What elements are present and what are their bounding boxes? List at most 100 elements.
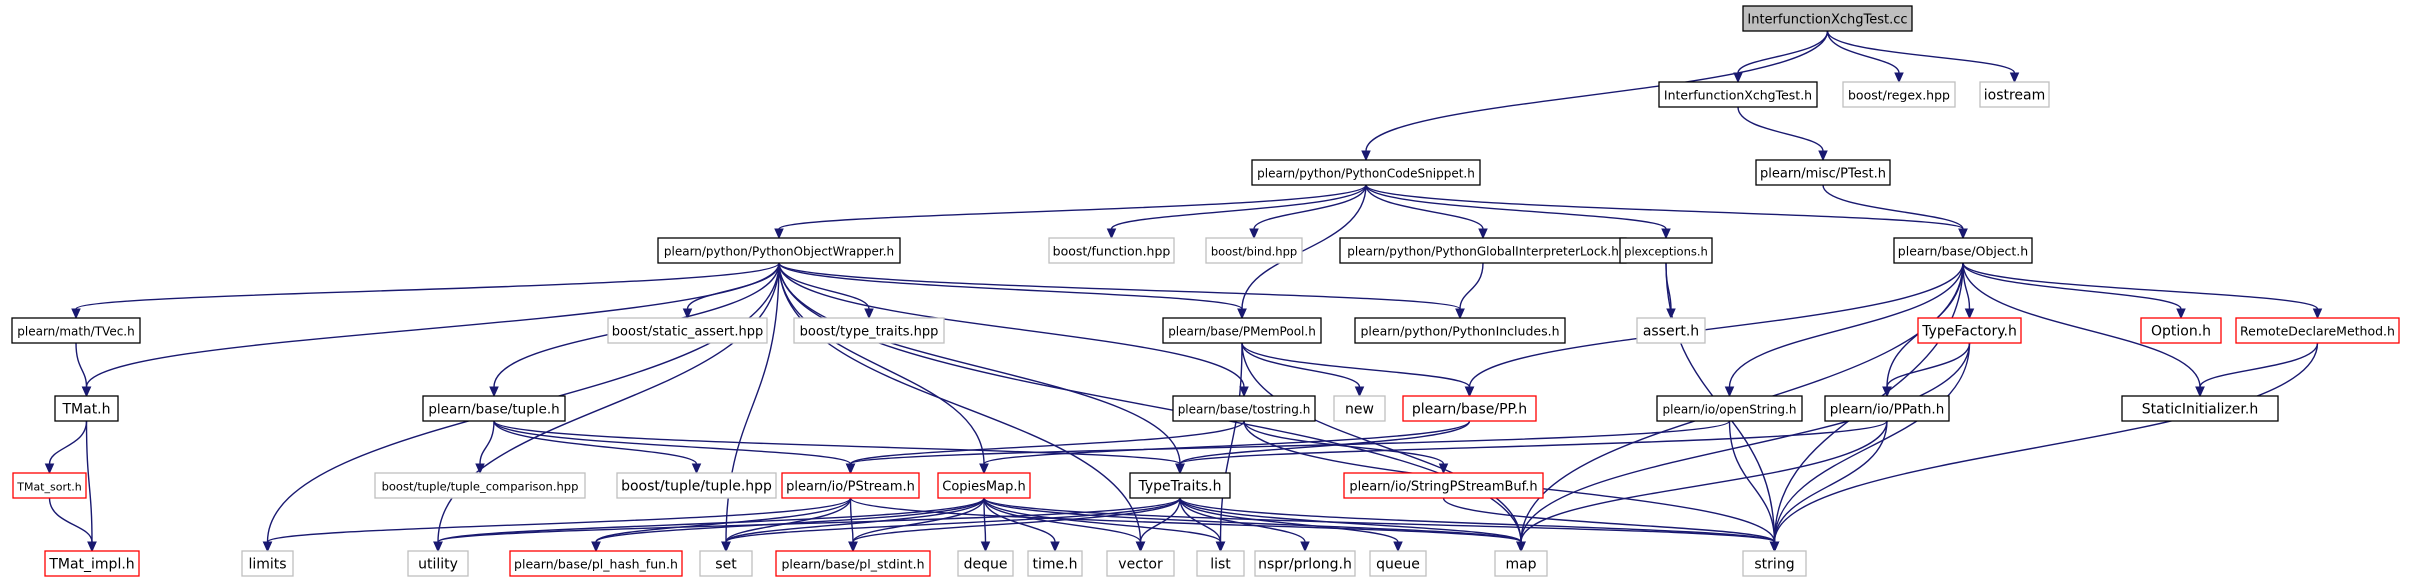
node-label: boost/regex.hpp bbox=[1848, 88, 1950, 103]
node-box bbox=[2235, 317, 2400, 344]
node-iostream: iostream bbox=[1979, 81, 2050, 108]
node-box bbox=[775, 550, 931, 577]
dependency-edge-pstream-to-limits bbox=[262, 497, 852, 553]
node-time-h: time.h bbox=[1027, 550, 1083, 577]
node-plearn-base-pl-hash-fun-h[interactable]: plearn/base/pl_hash_fun.h bbox=[509, 550, 683, 577]
dependency-edge-typetraits-to-set bbox=[721, 497, 1181, 553]
node-box bbox=[1494, 550, 1548, 577]
node-interfunctionxchgtest-cc[interactable]: InterfunctionXchgTest.cc bbox=[1742, 5, 1913, 32]
node-plexceptions-h[interactable]: plexceptions.h bbox=[1619, 237, 1713, 264]
node-label: plearn/io/StringPStreamBuf.h bbox=[1349, 480, 1537, 495]
node-plearn-io-ppath-h[interactable]: plearn/io/PPath.h bbox=[1824, 395, 1950, 422]
dependency-edge-tuple-to-pstream bbox=[493, 420, 856, 475]
dependency-edge-pcs-to-bfunc bbox=[1106, 184, 1367, 240]
node-plearn-base-tostring-h[interactable]: plearn/base/tostring.h bbox=[1172, 395, 1316, 422]
node-plearn-math-tvec-h[interactable]: plearn/math/TVec.h bbox=[11, 317, 141, 344]
node-boost-tuple-tuple-comparison-hpp: boost/tuple/tuple_comparison.hpp bbox=[374, 472, 586, 499]
node-box bbox=[1196, 550, 1245, 577]
node-plearn-python-pythonincludes-h[interactable]: plearn/python/PythonIncludes.h bbox=[1354, 317, 1566, 344]
node-limits: limits bbox=[241, 550, 294, 577]
node-box bbox=[1619, 237, 1713, 264]
node-plearn-io-openstring-h[interactable]: plearn/io/openString.h bbox=[1656, 395, 1803, 422]
node-box bbox=[1842, 81, 1956, 108]
node-box bbox=[54, 395, 119, 422]
node-vector: vector bbox=[1106, 550, 1175, 577]
node-box bbox=[781, 472, 920, 499]
node-label: deque bbox=[964, 557, 1008, 573]
node-plearn-python-pythoncodesnippet-h[interactable]: plearn/python/PythonCodeSnippet.h bbox=[1251, 159, 1481, 186]
node-plearn-base-pl-stdint-h[interactable]: plearn/base/pl_stdint.h bbox=[775, 550, 931, 577]
node-box bbox=[1979, 81, 2050, 108]
node-label: plearn/misc/PTest.h bbox=[1760, 167, 1886, 182]
node-assert-h: assert.h bbox=[1636, 317, 1706, 344]
node-boost-tuple-tuple-hpp: boost/tuple/tuple.hpp bbox=[616, 472, 777, 499]
node-label: iostream bbox=[1984, 88, 2046, 104]
node-plearn-base-pmempool-h[interactable]: plearn/base/PMemPool.h bbox=[1162, 317, 1322, 344]
node-plearn-base-pp-h[interactable]: plearn/base/PP.h bbox=[1402, 395, 1537, 422]
node-box bbox=[12, 472, 87, 499]
node-plearn-python-pythonobjectwrapper-h[interactable]: plearn/python/PythonObjectWrapper.h bbox=[657, 237, 901, 264]
node-boost-regex-hpp: boost/regex.hpp bbox=[1842, 81, 1956, 108]
node-plearn-misc-ptest-h[interactable]: plearn/misc/PTest.h bbox=[1755, 159, 1891, 186]
node-box bbox=[1027, 550, 1083, 577]
node-label: CopiesMap.h bbox=[942, 480, 1025, 495]
node-label: StaticInitializer.h bbox=[2142, 402, 2258, 418]
node-tmat-sort-h[interactable]: TMat_sort.h bbox=[12, 472, 87, 499]
node-deque: deque bbox=[957, 550, 1014, 577]
node-label: TMat.h bbox=[61, 402, 110, 418]
node-plearn-io-pstream-h[interactable]: plearn/io/PStream.h bbox=[781, 472, 920, 499]
dependency-edge-object-to-rdm bbox=[1962, 262, 2323, 320]
node-box bbox=[11, 317, 141, 344]
node-tmat-h[interactable]: TMat.h bbox=[54, 395, 119, 422]
node-boost-type-traits-hpp: boost/type_traits.hpp bbox=[793, 317, 945, 344]
dependency-edge-root-to-iostream bbox=[1826, 30, 2020, 84]
node-box bbox=[1893, 237, 2033, 264]
node-plearn-io-stringpstreambuf-h[interactable]: plearn/io/StringPStreamBuf.h bbox=[1343, 472, 1544, 499]
node-label: nspr/prlong.h bbox=[1258, 557, 1352, 573]
node-label: new bbox=[1345, 402, 1374, 418]
dependency-edge-tostring-to-pstream bbox=[845, 420, 1245, 475]
dependency-edge-pp-to-copiesmap bbox=[979, 420, 1471, 475]
node-box bbox=[1369, 550, 1427, 577]
node-box bbox=[1251, 159, 1481, 186]
node-label: plearn/base/PMemPool.h bbox=[1168, 325, 1316, 339]
node-copiesmap-h[interactable]: CopiesMap.h bbox=[937, 472, 1031, 499]
node-plearn-python-pythonglobalinterpreterlock-h[interactable]: plearn/python/PythonGlobalInterpreterLoc… bbox=[1339, 237, 1627, 264]
node-label: time.h bbox=[1033, 557, 1078, 573]
node-label: plearn/io/PStream.h bbox=[786, 480, 915, 495]
node-box bbox=[1755, 159, 1891, 186]
node-plearn-base-object-h[interactable]: plearn/base/Object.h bbox=[1893, 237, 2033, 264]
node-box bbox=[44, 550, 140, 577]
node-plearn-base-tuple-h[interactable]: plearn/base/tuple.h bbox=[422, 395, 566, 422]
node-staticinitializer-h[interactable]: StaticInitializer.h bbox=[2121, 395, 2279, 422]
dependency-edge-pow-to-btt bbox=[778, 262, 874, 320]
node-typetraits-h[interactable]: TypeTraits.h bbox=[1129, 472, 1231, 499]
dependency-edge-typetraits-to-prlong bbox=[1179, 497, 1310, 553]
node-typefactory-h[interactable]: TypeFactory.h bbox=[1917, 317, 2022, 344]
node-option-h[interactable]: Option.h bbox=[2140, 317, 2222, 344]
node-remotedeclaremethod-h[interactable]: RemoteDeclareMethod.h bbox=[2235, 317, 2400, 344]
dependency-edge-pmempool-to-new bbox=[1241, 342, 1365, 398]
node-box bbox=[699, 550, 753, 577]
node-label: plearn/math/TVec.h bbox=[17, 325, 134, 339]
dependency-edge-typetraits-to-list bbox=[1179, 497, 1226, 553]
node-box bbox=[1129, 472, 1231, 499]
node-label: set bbox=[715, 557, 737, 573]
dependency-edge-pow-to-tostring bbox=[778, 262, 1249, 398]
dependency-edge-pow-to-pyinc bbox=[778, 262, 1465, 320]
dependency-edge-typetraits-to-vector bbox=[1135, 497, 1181, 553]
node-box bbox=[1106, 550, 1175, 577]
node-tmat-impl-h[interactable]: TMat_impl.h bbox=[44, 550, 140, 577]
dependency-edge-ppath-to-typetraits bbox=[1175, 420, 1888, 475]
node-utility: utility bbox=[407, 550, 469, 577]
dependency-edge-tmat-to-tmatimpl bbox=[85, 420, 97, 553]
dependency-edge-typefactory-to-map bbox=[1516, 342, 1971, 553]
node-interfunctionxchgtest-h[interactable]: InterfunctionXchgTest.h bbox=[1658, 81, 1818, 108]
dependency-edge-ixt_h-to-ptest bbox=[1737, 106, 1828, 162]
node-box bbox=[407, 550, 469, 577]
node-label: boost/tuple/tuple.hpp bbox=[621, 479, 772, 495]
dependency-edge-pow-to-tvec bbox=[71, 262, 780, 320]
node-label: boost/static_assert.hpp bbox=[612, 325, 763, 340]
dependency-edge-pow-to-set bbox=[721, 262, 780, 553]
